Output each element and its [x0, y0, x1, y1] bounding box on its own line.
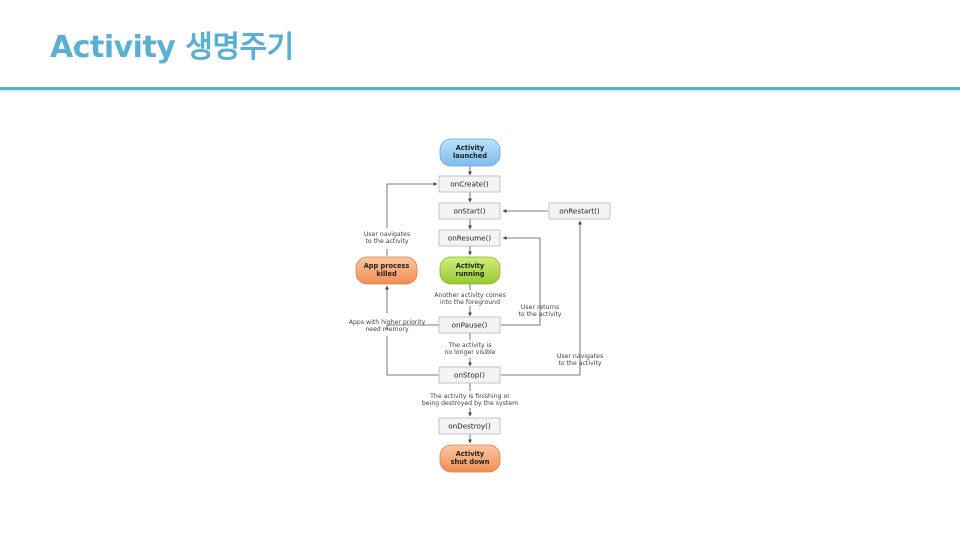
svg-text:into the foreground: into the foreground: [440, 299, 500, 306]
note-user-navigates-right: User navigates to the activity: [557, 353, 603, 367]
slide-title: Activity 생명주기: [50, 30, 294, 65]
edge-onstop-onrestart: [501, 220, 582, 376]
callback-onresume: onResume(): [438, 229, 501, 247]
callback-oncreate: onCreate(): [438, 175, 501, 193]
svg-text:being destroyed by the system: being destroyed by the system: [422, 400, 518, 407]
state-activity-running: Activity running: [439, 256, 501, 285]
title-underline: [0, 87, 960, 90]
title-underline-shadow: [0, 90, 960, 93]
note-higher-priority-memory: Apps with higher priority need memory: [349, 319, 426, 333]
edge-onpause-onresume: [501, 236, 541, 326]
svg-text:User navigates: User navigates: [364, 231, 410, 238]
callback-onpause: onPause(): [438, 316, 501, 334]
note-user-returns: User returns to the activity: [518, 304, 561, 318]
state-app-process-killed: App process killed: [355, 256, 418, 285]
svg-text:onDestroy(): onDestroy(): [448, 422, 491, 431]
callback-onstop: onStop(): [438, 366, 501, 384]
svg-text:onCreate(): onCreate(): [450, 180, 489, 189]
svg-text:onRestart(): onRestart(): [559, 207, 600, 216]
edges: [385, 166, 582, 444]
svg-text:Activity: Activity: [456, 450, 485, 458]
svg-text:Activity: Activity: [456, 144, 485, 152]
svg-text:onResume(): onResume(): [448, 234, 492, 243]
svg-text:to the activity: to the activity: [365, 238, 408, 245]
note-user-navigates-left: User navigates to the activity: [364, 231, 410, 245]
svg-text:User navigates: User navigates: [557, 353, 603, 360]
svg-text:need memory: need memory: [365, 326, 409, 333]
edge-onpause-killed: [386, 324, 439, 330]
note-no-longer-visible: The activity is no longer visible: [444, 342, 495, 356]
callback-onrestart: onRestart(): [548, 202, 611, 220]
state-activity-launched: Activity launched: [439, 138, 501, 167]
svg-text:to the activity: to the activity: [558, 360, 601, 367]
callback-ondestroy: onDestroy(): [438, 417, 501, 435]
svg-text:onStart(): onStart(): [453, 207, 485, 216]
svg-text:onPause(): onPause(): [452, 321, 488, 330]
svg-text:The activity is finishing or: The activity is finishing or: [429, 393, 510, 400]
svg-text:running: running: [455, 270, 484, 278]
svg-text:Activity: Activity: [456, 262, 485, 270]
svg-text:to the activity: to the activity: [518, 311, 561, 318]
svg-text:launched: launched: [453, 152, 487, 160]
note-finishing-destroyed: The activity is finishing or being destr…: [422, 393, 518, 407]
note-another-activity-foreground: Another activity comes into the foregrou…: [434, 292, 506, 306]
edge-onstop-killed: [386, 336, 439, 376]
svg-text:Another activity comes: Another activity comes: [434, 292, 506, 299]
svg-text:The activity is: The activity is: [447, 342, 491, 349]
svg-text:onStop(): onStop(): [454, 371, 485, 380]
state-activity-shut-down: Activity shut down: [439, 444, 501, 473]
svg-text:no longer visible: no longer visible: [444, 349, 495, 356]
svg-text:User returns: User returns: [521, 304, 559, 311]
edge-nav-oncreate: [386, 182, 438, 228]
svg-text:App process: App process: [364, 262, 410, 270]
svg-text:killed: killed: [376, 270, 397, 278]
svg-text:shut down: shut down: [451, 458, 490, 466]
svg-text:Apps with higher priority: Apps with higher priority: [349, 319, 426, 326]
callback-onstart: onStart(): [438, 202, 501, 220]
